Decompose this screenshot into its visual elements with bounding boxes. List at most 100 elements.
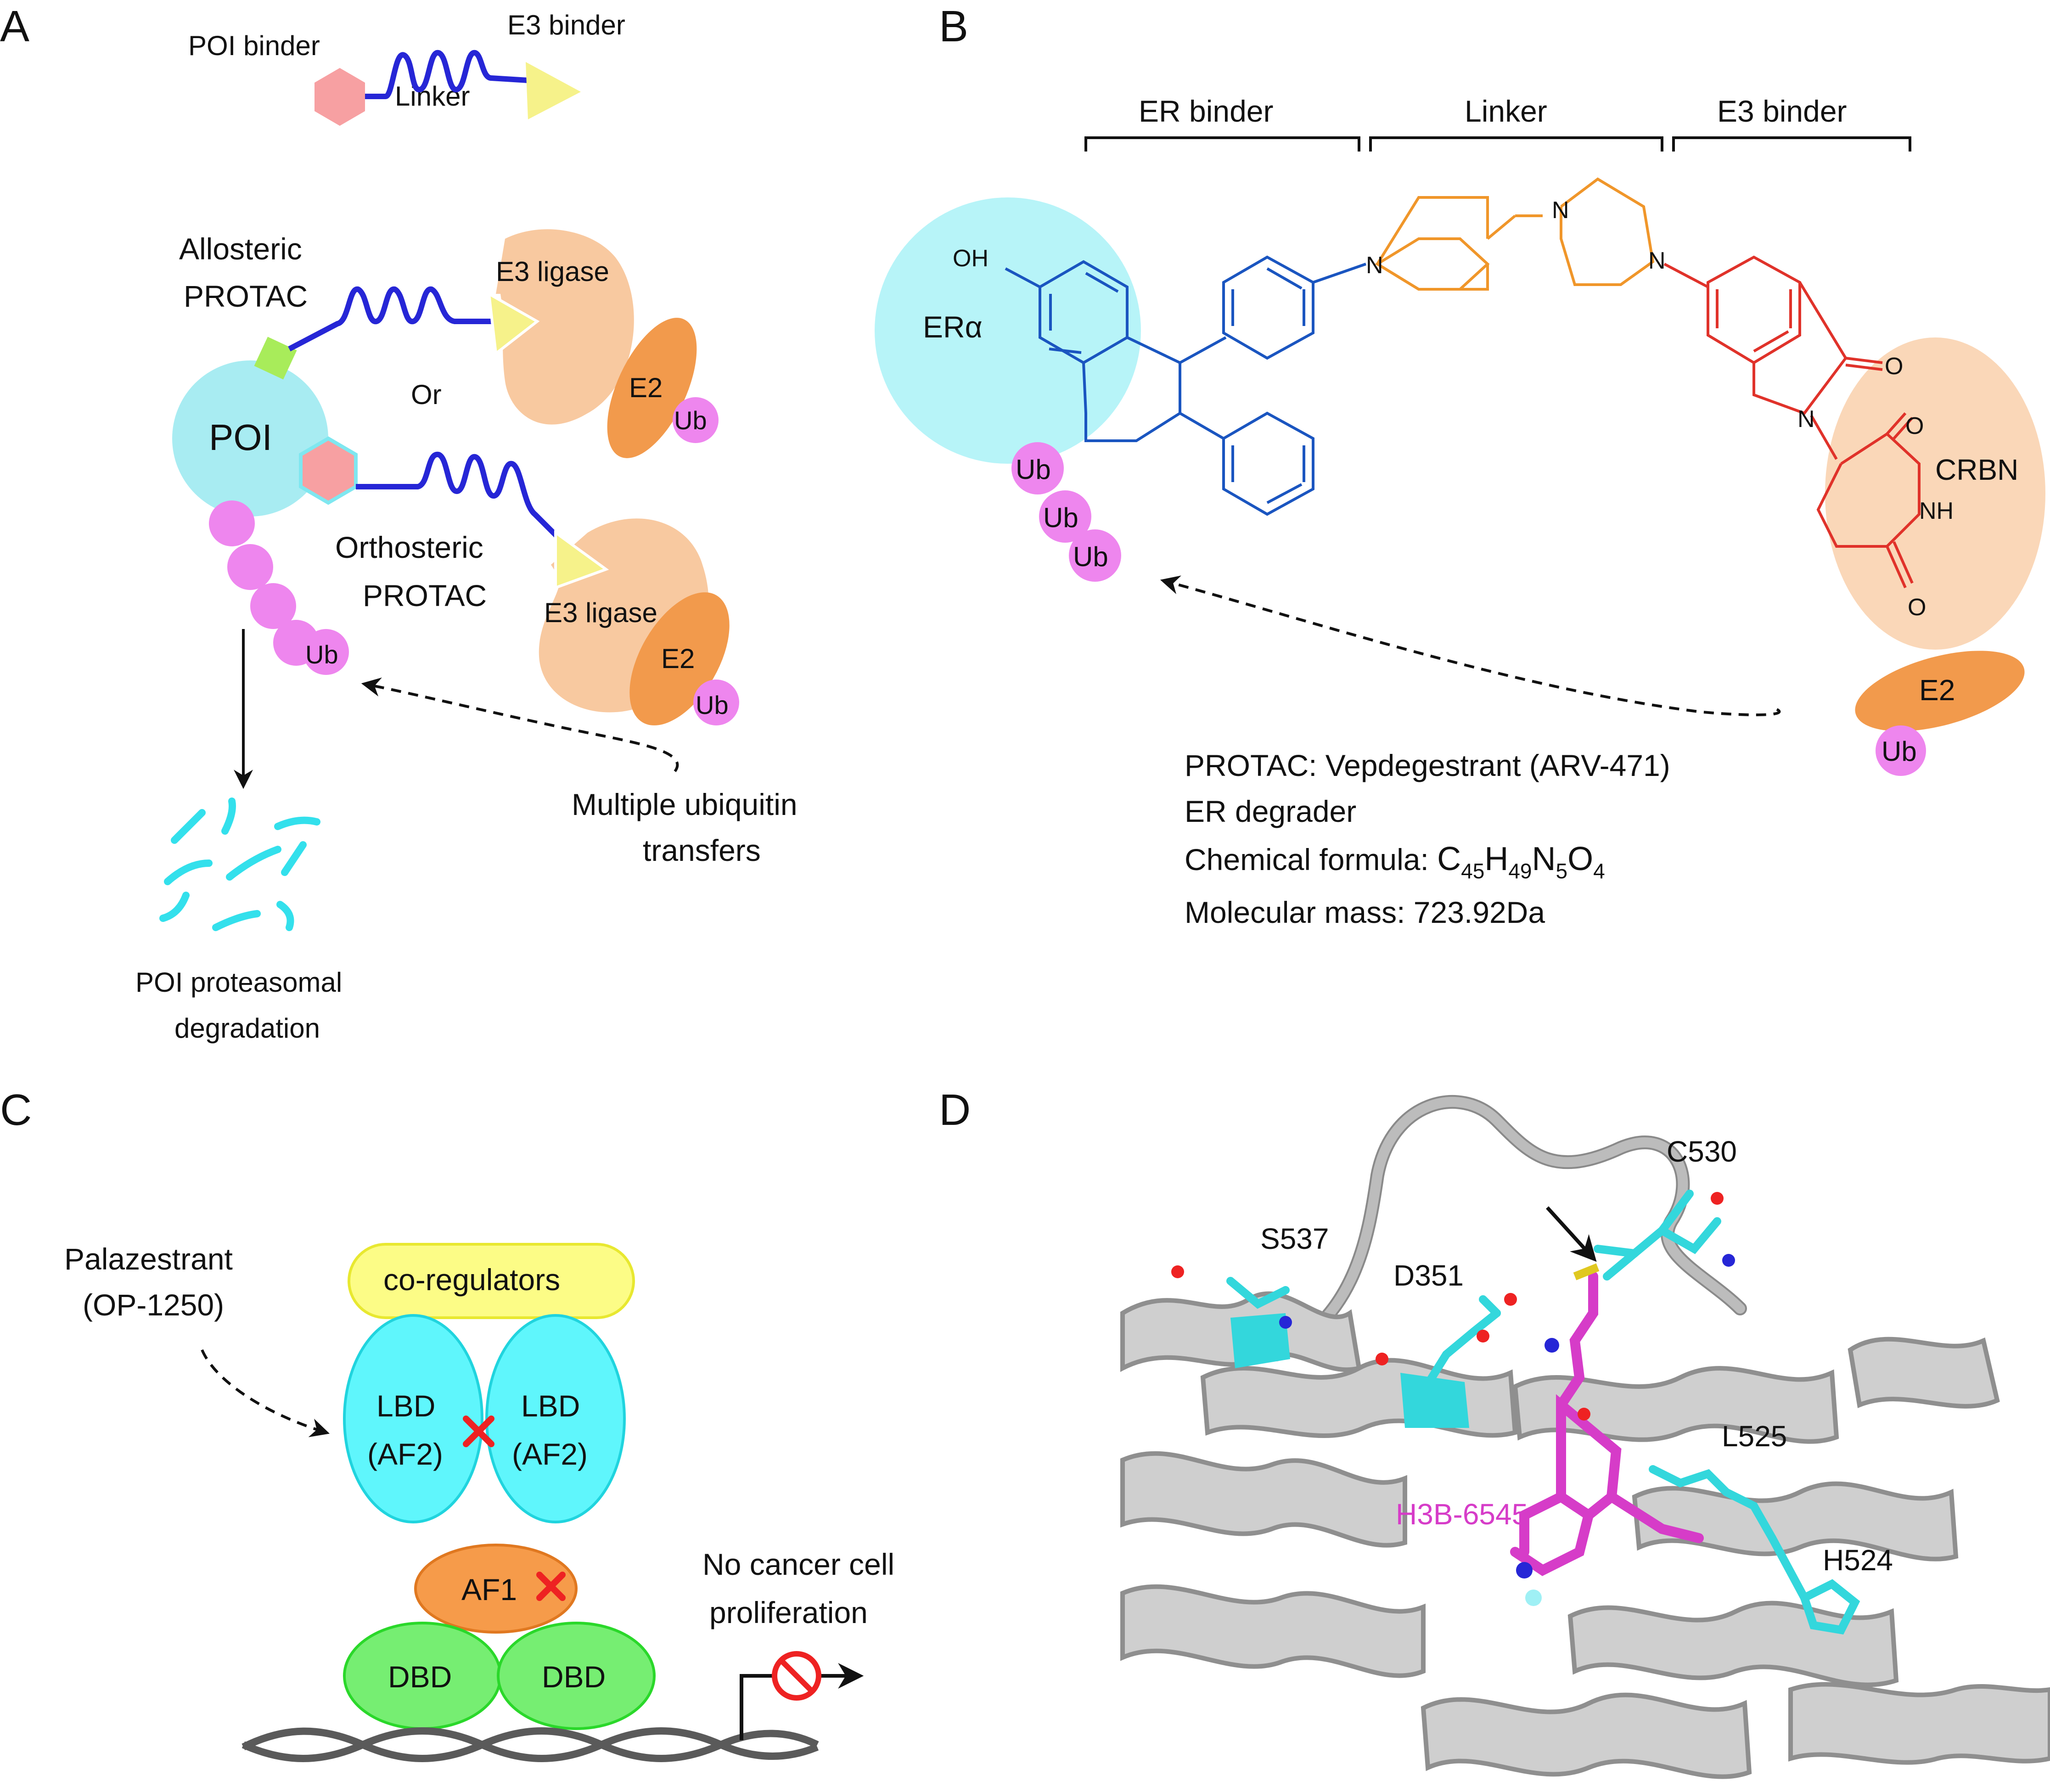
ligand-label: H3B-6545: [1396, 1498, 1528, 1531]
residue-l525-label: L525: [1722, 1420, 1787, 1453]
e3-binder-triangle-icon: [526, 62, 581, 119]
orthosteric-e3-binder-icon: [554, 530, 609, 590]
molecular-mass: Molecular mass: 723.92Da: [1185, 895, 1545, 929]
lbd-right-label-2: (AF2): [512, 1437, 588, 1471]
lbd-right-label-1: LBD: [521, 1389, 580, 1423]
transfer-dashed-arrow: [361, 677, 679, 772]
e3-binder-legend-label: E3 binder: [507, 10, 625, 40]
poi-sphere: [172, 360, 328, 517]
linker-structure: [1375, 177, 1655, 291]
e3-binder-b-label: E3 binder: [1717, 94, 1847, 128]
allosteric-label-line1: Allosteric: [179, 232, 302, 266]
panel-c: C Palazestrant (OP-1250) co-regulators L…: [0, 1085, 894, 1762]
panel-d: D: [939, 1085, 2050, 1792]
poi-binder-label: POI binder: [188, 30, 320, 61]
lbd-left: [343, 1314, 483, 1523]
lbd-left-label-1: LBD: [376, 1389, 435, 1423]
panel-b: B ER binder Linker E3 binder ERα OH CRBN…: [875, 2, 2045, 929]
ub-top: [673, 397, 719, 443]
residue-d351-label: D351: [1393, 1259, 1464, 1292]
degradation-label-line1: POI proteasomal: [135, 967, 342, 998]
outcome-label-line2: proliferation: [709, 1595, 868, 1629]
ub-chain-b-2: [1039, 490, 1091, 543]
transfer-label-line2: transfers: [643, 833, 761, 867]
e2-top-label: E2: [629, 372, 663, 403]
ub-chain-b-1: [1011, 442, 1064, 494]
e3-binder-structure: [1663, 255, 1921, 589]
drug-dashed-arrow: [201, 1349, 330, 1438]
residue-c530-label: C530: [1667, 1135, 1737, 1168]
ub-b-label: Ub: [1882, 736, 1917, 767]
dbd-left-label: DBD: [388, 1660, 452, 1694]
chemical-formula: Chemical formula: C45H49N5O4: [1185, 841, 1605, 883]
panel-c-label: C: [0, 1085, 32, 1135]
atom-o-2: O: [1905, 413, 1924, 439]
e3-ligase-top: [496, 229, 634, 425]
poi-binder-hexagon-icon: [315, 68, 365, 126]
bracket-e3-binder: [1672, 136, 1911, 152]
bracket-er-binder: [1084, 136, 1360, 152]
transfer-dashed-arrow-b: [1160, 575, 1781, 716]
crbn-label: CRBN: [1935, 453, 2018, 486]
ub-chain-b-label-2: Ub: [1043, 502, 1078, 533]
er-binder-label: ER binder: [1139, 94, 1274, 128]
atom-n-1: N: [1366, 252, 1383, 279]
panel-a: A POI binder E3 binder Linker E3 ligase …: [0, 2, 798, 1044]
orthosteric-linker-spring: [356, 451, 569, 549]
atom-o-1: O: [1885, 353, 1903, 380]
ub-chain-b-label-3: Ub: [1073, 541, 1108, 572]
linker-legend-spring: [365, 50, 528, 99]
degraded-fragments: [159, 798, 320, 931]
lbd-left-label-2: (AF2): [367, 1437, 443, 1471]
e3-ligase-top-label: E3 ligase: [496, 256, 609, 287]
ub-bottom-label: Ub: [696, 691, 729, 719]
ub-top-label: Ub: [674, 406, 707, 435]
linker-b-label: Linker: [1465, 94, 1547, 128]
atom-n-2: N: [1552, 197, 1569, 224]
allosteric-e3-binder-icon: [487, 291, 540, 356]
panel-d-label: D: [939, 1085, 971, 1135]
coregulators-label: co-regulators: [383, 1263, 560, 1297]
bracket-linker: [1369, 136, 1663, 152]
atom-n-3: N: [1648, 247, 1666, 274]
af1-ellipse: [414, 1544, 578, 1634]
residue-s537-label: S537: [1260, 1222, 1329, 1255]
ub-chain-a-label: Ub: [305, 640, 338, 669]
protac-name: PROTAC: Vepdegestrant (ARV-471): [1185, 748, 1670, 782]
protein-structure-render: [1120, 1095, 2050, 1792]
e2-top: [607, 318, 697, 458]
atom-nh: NH: [1919, 498, 1954, 524]
panel-a-label: A: [0, 2, 29, 51]
crbn-sphere: [1825, 337, 2045, 650]
orthosteric-binder-hexagon-icon: [299, 436, 358, 505]
dbd-right: [497, 1622, 656, 1730]
formula-label: Chemical formula:: [1185, 843, 1437, 876]
coregulators-box: [348, 1243, 635, 1319]
e3-ligase-bottom-label: E3 ligase: [544, 597, 657, 628]
ub-chain-b-label-1: Ub: [1016, 454, 1051, 485]
lbd-right: [485, 1314, 626, 1523]
panel-b-label: B: [939, 2, 968, 51]
orthosteric-label-line1: Orthosteric: [335, 530, 483, 564]
ub-chain-b-3: [1069, 529, 1121, 582]
lbd-block-x-icon: [463, 1416, 494, 1447]
allosteric-linker-spring: [288, 286, 494, 352]
orthosteric-label-line2: PROTAC: [363, 579, 487, 612]
transfer-label-line1: Multiple ubiquitin: [572, 787, 798, 821]
era-sphere: [875, 197, 1141, 464]
no-transcription-icon: [772, 1651, 821, 1701]
allosteric-label-line2: PROTAC: [184, 279, 308, 313]
e2-b: [1855, 651, 2025, 731]
outcome-label-line1: No cancer cell: [702, 1547, 894, 1581]
oh-label: OH: [953, 245, 988, 272]
drug-label-line2: (OP-1250): [83, 1288, 224, 1322]
protac-class: ER degrader: [1185, 794, 1356, 828]
af1-block-x-icon: [536, 1572, 566, 1601]
era-label: ERα: [923, 310, 983, 344]
ub-chain-a: [209, 500, 349, 675]
af1-label: AF1: [461, 1573, 517, 1607]
residue-h524-label: H524: [1823, 1544, 1893, 1577]
drug-label-line1: Palazestrant: [64, 1242, 233, 1276]
poi-label: POI: [209, 417, 272, 458]
